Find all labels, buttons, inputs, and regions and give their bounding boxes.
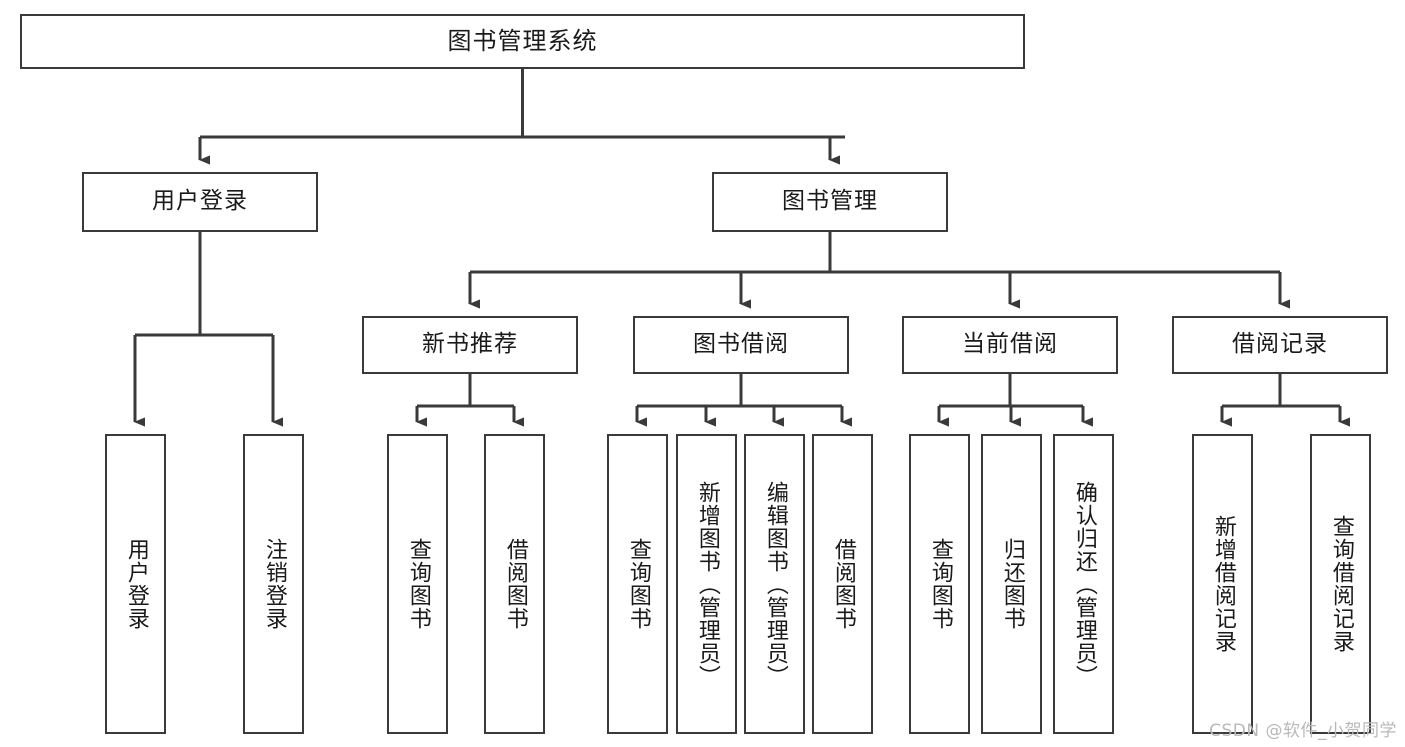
node-new-book-recommend[interactable]: 新书推荐 bbox=[362, 316, 578, 374]
leaf-user-login[interactable]: 用户登录 bbox=[105, 434, 166, 734]
node-new-book-recommend-label: 新书推荐 bbox=[422, 331, 518, 358]
leaf-borrow-query-book-label: 查询图书 bbox=[625, 538, 651, 630]
node-current-borrow[interactable]: 当前借阅 bbox=[902, 316, 1118, 374]
leaf-borrow-edit-book[interactable]: 编辑图书（管理员） bbox=[744, 434, 805, 734]
node-user-login-label: 用户登录 bbox=[152, 188, 248, 215]
node-book-borrow-label: 图书借阅 bbox=[693, 331, 789, 358]
leaf-borrow-add-book-label: 新增图书（管理员） bbox=[694, 480, 720, 688]
node-user-login[interactable]: 用户登录 bbox=[82, 172, 318, 232]
leaf-rec-query-book[interactable]: 查询图书 bbox=[387, 434, 448, 734]
leaf-record-query[interactable]: 查询借阅记录 bbox=[1310, 434, 1371, 734]
leaf-rec-borrow-book[interactable]: 借阅图书 bbox=[484, 434, 545, 734]
leaf-rec-query-book-label: 查询图书 bbox=[405, 538, 431, 630]
node-current-borrow-label: 当前借阅 bbox=[962, 331, 1058, 358]
leaf-record-add-label: 新增借阅记录 bbox=[1210, 515, 1236, 653]
leaf-borrow-query-book[interactable]: 查询图书 bbox=[607, 434, 668, 734]
leaf-user-logout[interactable]: 注销登录 bbox=[243, 434, 304, 734]
node-borrow-record[interactable]: 借阅记录 bbox=[1172, 316, 1388, 374]
node-borrow-record-label: 借阅记录 bbox=[1232, 331, 1328, 358]
csdn-watermark: CSDN @软件_小贺同学 bbox=[1209, 721, 1397, 741]
node-book-borrow[interactable]: 图书借阅 bbox=[633, 316, 849, 374]
leaf-current-query-book-label: 查询图书 bbox=[927, 538, 953, 630]
leaf-record-add[interactable]: 新增借阅记录 bbox=[1192, 434, 1253, 734]
leaf-current-return-book-label: 归还图书 bbox=[999, 538, 1025, 630]
leaf-borrow-edit-book-label: 编辑图书（管理员） bbox=[762, 480, 788, 688]
leaf-borrow-add-book[interactable]: 新增图书（管理员） bbox=[676, 434, 737, 734]
node-book-manage[interactable]: 图书管理 bbox=[712, 172, 948, 232]
node-root[interactable]: 图书管理系统 bbox=[20, 14, 1025, 69]
leaf-borrow-borrow-book[interactable]: 借阅图书 bbox=[812, 434, 873, 734]
leaf-current-confirm-return[interactable]: 确认归还（管理员） bbox=[1053, 434, 1114, 734]
node-book-manage-label: 图书管理 bbox=[782, 188, 878, 215]
node-root-label: 图书管理系统 bbox=[447, 27, 598, 56]
leaf-current-query-book[interactable]: 查询图书 bbox=[909, 434, 970, 734]
leaf-rec-borrow-book-label: 借阅图书 bbox=[502, 538, 528, 630]
leaf-user-logout-label: 注销登录 bbox=[261, 538, 287, 630]
leaf-current-return-book[interactable]: 归还图书 bbox=[981, 434, 1042, 734]
leaf-user-login-label: 用户登录 bbox=[123, 538, 149, 630]
leaf-record-query-label: 查询借阅记录 bbox=[1328, 515, 1354, 653]
leaf-borrow-borrow-book-label: 借阅图书 bbox=[830, 538, 856, 630]
leaf-current-confirm-return-label: 确认归还（管理员） bbox=[1071, 480, 1097, 688]
